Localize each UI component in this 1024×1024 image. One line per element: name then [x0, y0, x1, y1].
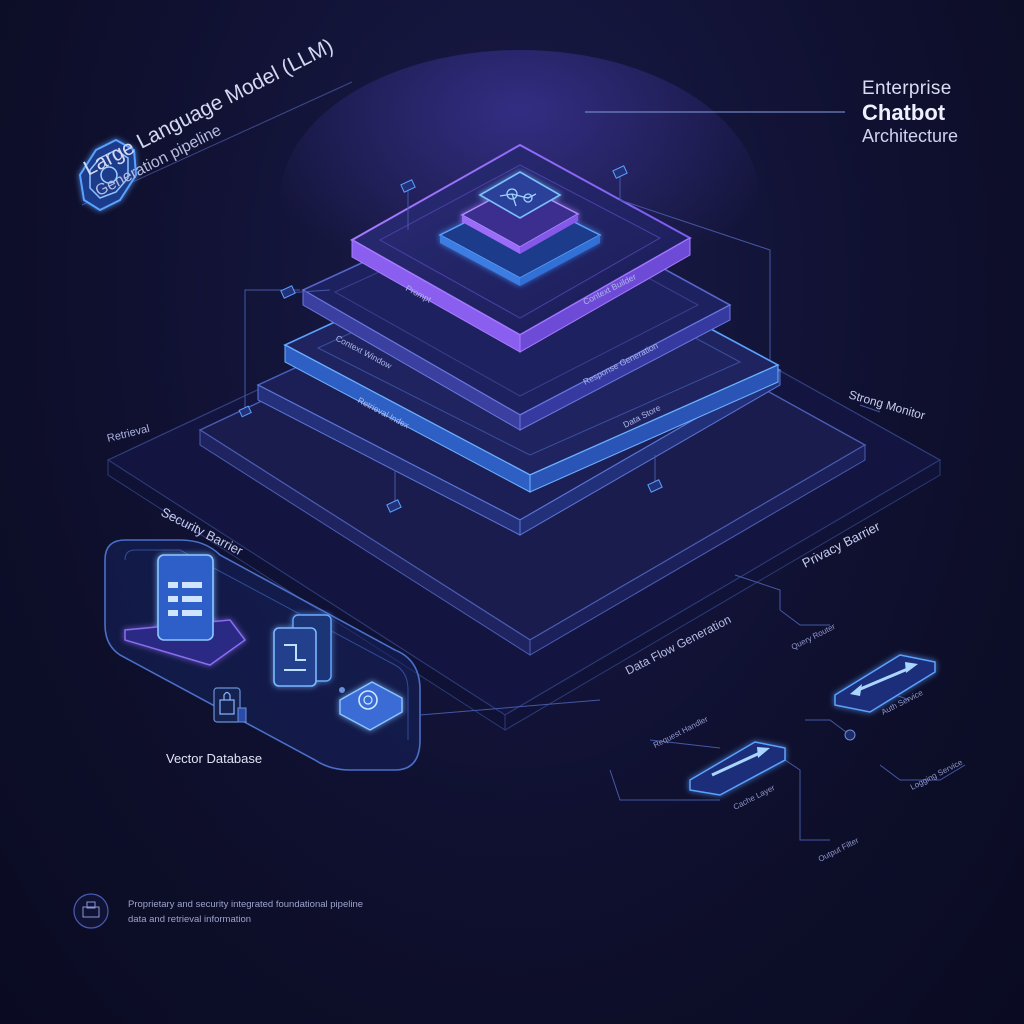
core-stack — [438, 171, 602, 286]
lock-icon — [213, 687, 247, 723]
octagon-chip-icon — [78, 138, 138, 212]
database-icon — [339, 681, 403, 731]
flow-note: Query Router — [790, 622, 837, 652]
arrow-icon — [689, 741, 786, 796]
retrieval-label: Retrieval — [106, 423, 151, 445]
title-line-2: Chatbot — [862, 100, 946, 126]
title-line-1: Enterprise — [862, 78, 952, 99]
footer-line-1: Proprietary and security integrated foun… — [128, 899, 364, 910]
title-line-3: Architecture — [862, 126, 959, 147]
arrow-icon — [834, 654, 936, 713]
flow-node — [339, 687, 345, 693]
footer-badge-icon — [73, 893, 109, 929]
vector-database-label: Vector Database — [166, 751, 263, 766]
flow-note: Logging Service — [909, 757, 965, 791]
server-icon — [273, 614, 332, 687]
document-icon — [124, 554, 247, 666]
flow-note: Cache Layer — [732, 783, 777, 812]
flow-note: Request Handler — [652, 714, 710, 749]
connector-tabs — [238, 165, 663, 513]
footer-note: Proprietary and security integrated foun… — [128, 897, 363, 927]
flow-node — [844, 729, 856, 741]
brain-icon — [499, 188, 537, 207]
title-block: Enterprise Chatbot Architecture — [862, 78, 958, 148]
footer-line-2: data and retrieval information — [128, 914, 252, 926]
